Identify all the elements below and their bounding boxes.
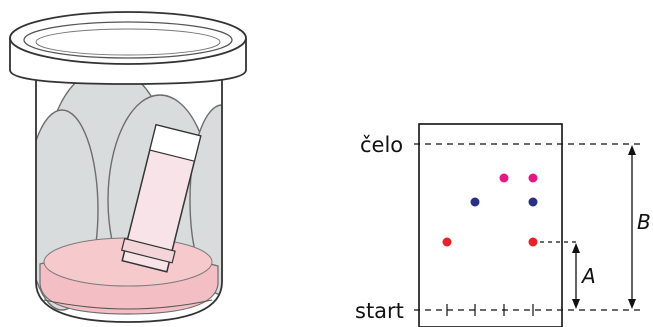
spot-blue-mixture: [528, 197, 538, 207]
jar-body: [35, 62, 223, 323]
lid-inner-ring: [23, 21, 233, 59]
start-label: start: [355, 299, 404, 323]
spot-magenta-sample-3: [499, 173, 509, 183]
lid-top: [9, 11, 247, 65]
distance-b-arrow: [628, 145, 636, 309]
jar-bottom-rim: [43, 299, 213, 310]
reflection-right: [189, 104, 222, 296]
spot-red-mixture: [528, 237, 538, 247]
distance-a-label: A: [580, 264, 596, 288]
spot-blue-sample-2: [470, 197, 480, 207]
strip-top: [149, 124, 202, 162]
spot-magenta-mixture: [528, 173, 538, 183]
paper-outline: [418, 123, 563, 327]
distance-b-label: B: [637, 210, 651, 234]
distance-a-arrow: [572, 243, 580, 309]
spot-red-sample-1: [442, 237, 452, 247]
front-label: čelo: [360, 133, 403, 157]
lid-inner-ring-2: [35, 28, 221, 56]
jar-lid: [9, 11, 247, 85]
strip-holder: [120, 237, 176, 264]
start-ticks: [446, 304, 534, 316]
chromatogram-schematic: čelo start A B: [355, 123, 651, 327]
chromatography-jar: [9, 11, 247, 323]
chromatography-strip: [120, 123, 202, 273]
